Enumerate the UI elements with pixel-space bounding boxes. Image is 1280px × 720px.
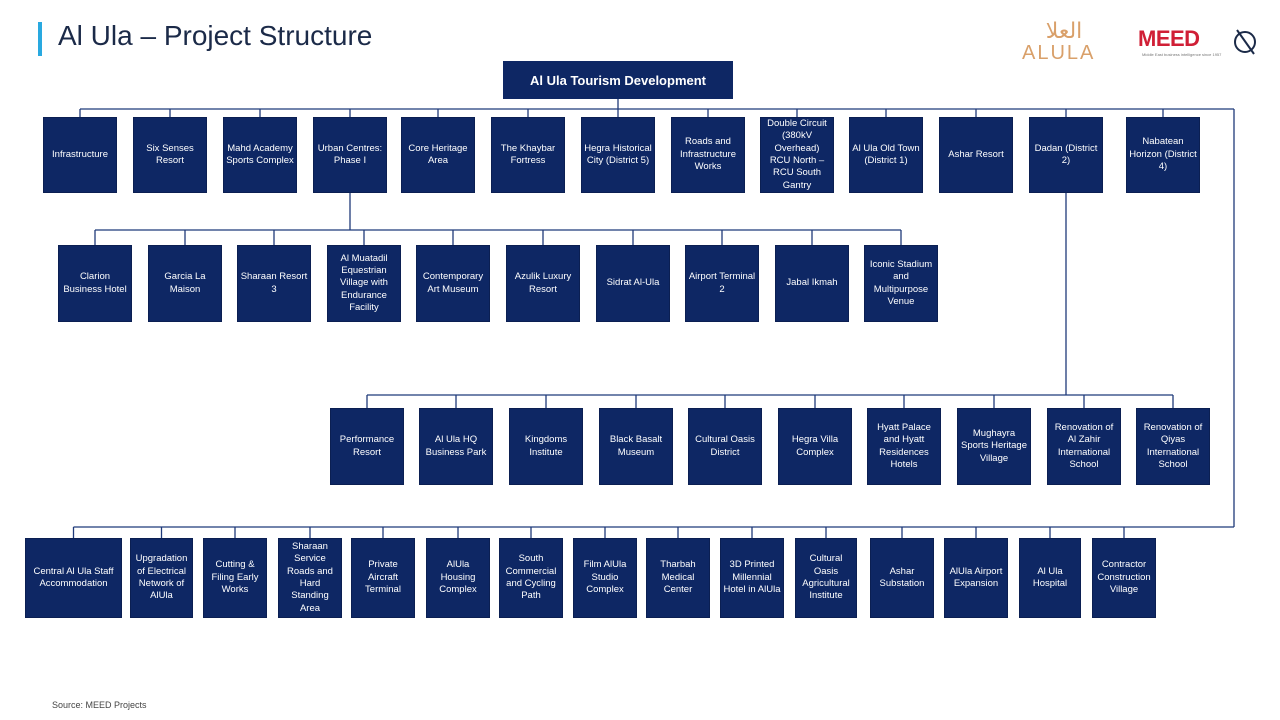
meed-logo: MEED Middle East business intelligence s…: [1138, 26, 1262, 62]
dadan-child-node[interactable]: Renovation of Qiyas International School: [1136, 408, 1210, 485]
urban-child-node[interactable]: Contemporary Art Museum: [416, 245, 490, 322]
title-accent-bar: [38, 22, 42, 56]
dadan-child-node[interactable]: Cultural Oasis District: [688, 408, 762, 485]
urban-child-node[interactable]: Garcia La Maison: [148, 245, 222, 322]
bottom-child-node[interactable]: 3D Printed Millennial Hotel in AlUla: [720, 538, 784, 618]
alula-arabic-mark: العلا: [1046, 19, 1083, 44]
bottom-child-node[interactable]: Private Aircraft Terminal: [351, 538, 415, 618]
bottom-child-node[interactable]: Al Ula Hospital: [1019, 538, 1081, 618]
bottom-child-node[interactable]: AlUla Airport Expansion: [944, 538, 1008, 618]
bottom-child-node[interactable]: Film AlUla Studio Complex: [573, 538, 637, 618]
level1-node[interactable]: Ashar Resort: [939, 117, 1013, 193]
alula-arabic-text: العلا: [1046, 19, 1083, 44]
source-note: Source: MEED Projects: [52, 700, 147, 710]
bottom-child-node[interactable]: AlUla Housing Complex: [426, 538, 490, 618]
level1-node[interactable]: Roads and Infrastructure Works: [671, 117, 745, 193]
page-title: Al Ula – Project Structure: [58, 20, 373, 51]
dadan-child-node[interactable]: Mughayra Sports Heritage Village: [957, 408, 1031, 485]
bottom-child-node[interactable]: Cultural Oasis Agricultural Institute: [795, 538, 857, 618]
meed-emblem-icon: [1234, 29, 1256, 55]
urban-child-node[interactable]: Iconic Stadium and Multipurpose Venue: [864, 245, 938, 322]
dadan-child-node[interactable]: Al Ula HQ Business Park: [419, 408, 493, 485]
dadan-child-node[interactable]: Renovation of Al Zahir International Sch…: [1047, 408, 1121, 485]
urban-child-node[interactable]: Al Muatadil Equestrian Village with Endu…: [327, 245, 401, 322]
urban-child-node[interactable]: Clarion Business Hotel: [58, 245, 132, 322]
level1-node[interactable]: The Khaybar Fortress: [491, 117, 565, 193]
level1-node[interactable]: Mahd Academy Sports Complex: [223, 117, 297, 193]
bottom-child-node[interactable]: Tharbah Medical Center: [646, 538, 710, 618]
dadan-child-node[interactable]: Performance Resort: [330, 408, 404, 485]
meed-logo-text: MEED: [1138, 26, 1200, 51]
urban-child-node[interactable]: Azulik Luxury Resort: [506, 245, 580, 322]
urban-child-node[interactable]: Sidrat Al-Ula: [596, 245, 670, 322]
level1-node[interactable]: Infrastructure: [43, 117, 117, 193]
alula-logo: العلا ALULA: [1018, 16, 1110, 66]
urban-child-node[interactable]: Airport Terminal 2: [685, 245, 759, 322]
bottom-child-node[interactable]: Ashar Substation: [870, 538, 934, 618]
bottom-child-node[interactable]: Upgradation of Electrical Network of AlU…: [130, 538, 193, 618]
dadan-child-node[interactable]: Kingdoms Institute: [509, 408, 583, 485]
level1-node[interactable]: Nabatean Horizon (District 4): [1126, 117, 1200, 193]
dadan-child-node[interactable]: Black Basalt Museum: [599, 408, 673, 485]
alula-logo-text: ALULA: [1022, 42, 1096, 64]
bottom-child-node[interactable]: Central Al Ula Staff Accommodation: [25, 538, 122, 618]
root-node[interactable]: Al Ula Tourism Development: [503, 61, 733, 99]
level1-node[interactable]: Urban Centres: Phase I: [313, 117, 387, 193]
level1-node[interactable]: Dadan (District 2): [1029, 117, 1103, 193]
bottom-child-node[interactable]: Cutting & Filing Early Works: [203, 538, 267, 618]
bottom-child-node[interactable]: Sharaan Service Roads and Hard Standing …: [278, 538, 342, 618]
meed-logo-tagline: Middle East business intelligence since …: [1142, 52, 1222, 57]
dadan-child-node[interactable]: Hyatt Palace and Hyatt Residences Hotels: [867, 408, 941, 485]
level1-node[interactable]: Core Heritage Area: [401, 117, 475, 193]
level1-node[interactable]: Hegra Historical City (District 5): [581, 117, 655, 193]
level1-node[interactable]: Double Circuit (380kV Overhead) RCU Nort…: [760, 117, 834, 193]
bottom-child-node[interactable]: South Commercial and Cycling Path: [499, 538, 563, 618]
urban-child-node[interactable]: Sharaan Resort 3: [237, 245, 311, 322]
dadan-child-node[interactable]: Hegra Villa Complex: [778, 408, 852, 485]
level1-node[interactable]: Al Ula Old Town (District 1): [849, 117, 923, 193]
bottom-child-node[interactable]: Contractor Construction Village: [1092, 538, 1156, 618]
urban-child-node[interactable]: Jabal Ikmah: [775, 245, 849, 322]
level1-node[interactable]: Six Senses Resort: [133, 117, 207, 193]
